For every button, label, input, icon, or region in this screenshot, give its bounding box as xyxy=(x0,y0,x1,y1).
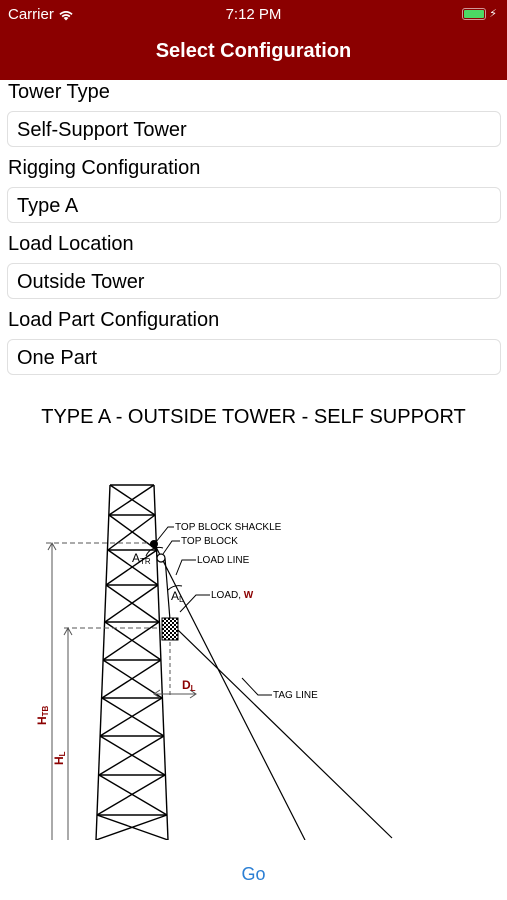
status-time: 7:12 PM xyxy=(225,6,282,23)
load-weight-symbol: W xyxy=(244,590,254,601)
status-carrier: Carrier xyxy=(8,6,74,23)
tag-line-callout: TAG LINE xyxy=(273,690,318,701)
wifi-icon xyxy=(59,10,73,20)
height-h-tb-label: HTB xyxy=(35,705,50,725)
go-button[interactable]: Go xyxy=(220,860,287,888)
battery-icon: ⚡ xyxy=(462,7,497,20)
height-h-l-label: HL xyxy=(52,751,67,765)
load-callout: LOAD, W xyxy=(211,590,254,601)
charging-bolt-icon: ⚡ xyxy=(489,8,497,20)
distance-d-l-label: DL xyxy=(182,678,196,693)
dimension-lines xyxy=(46,541,197,840)
top-block-callout: TOP BLOCK xyxy=(181,536,238,547)
load-location-label: Load Location xyxy=(8,233,134,255)
load-part-configuration-field[interactable]: One Part xyxy=(7,339,501,375)
rigging-lines xyxy=(145,544,393,840)
nav-header: Carrier 7:12 PM ⚡ Select Configuration xyxy=(0,0,507,80)
load-line-callout: LOAD LINE xyxy=(197,555,250,566)
angle-a-l-label: AL xyxy=(171,589,184,604)
load-part-configuration-label: Load Part Configuration xyxy=(8,309,220,331)
tower-type-label: Tower Type xyxy=(8,81,110,103)
top-block-shackle-callout: TOP BLOCK SHACKLE xyxy=(175,522,282,533)
rigging-diagram: TOP BLOCK SHACKLE TOP BLOCK LOAD LINE LO… xyxy=(35,484,393,840)
angle-a-l-sub: L xyxy=(179,595,184,604)
load-location-field[interactable]: Outside Tower xyxy=(7,263,501,299)
status-bar: Carrier 7:12 PM ⚡ xyxy=(0,0,507,28)
carrier-label: Carrier xyxy=(8,6,54,23)
load-callout-text: LOAD, xyxy=(211,590,244,601)
height-h-tb-main: H xyxy=(35,716,49,725)
distance-d-l-sub: L xyxy=(191,684,196,693)
distance-d-l-main: D xyxy=(182,678,191,692)
rigging-configuration-label: Rigging Configuration xyxy=(8,157,201,179)
tower-type-field[interactable]: Self-Support Tower xyxy=(7,111,501,147)
height-h-l-main: H xyxy=(52,756,66,765)
callout-leaders xyxy=(155,526,272,696)
rigging-configuration-field[interactable]: Type A xyxy=(7,187,501,223)
diagram-title: TYPE A - OUTSIDE TOWER - SELF SUPPORT xyxy=(41,406,466,428)
tower-structure xyxy=(95,484,169,840)
angle-a-l-main: A xyxy=(171,589,179,603)
load-block xyxy=(161,617,179,641)
height-h-l-sub: L xyxy=(58,751,67,756)
height-h-tb-sub: TB xyxy=(41,705,50,716)
angle-a-tr-label: ATR xyxy=(132,551,151,566)
page-title: Select Configuration xyxy=(155,40,352,62)
angle-a-tr-sub: TR xyxy=(140,557,151,566)
angle-a-tr-main: A xyxy=(132,551,140,565)
